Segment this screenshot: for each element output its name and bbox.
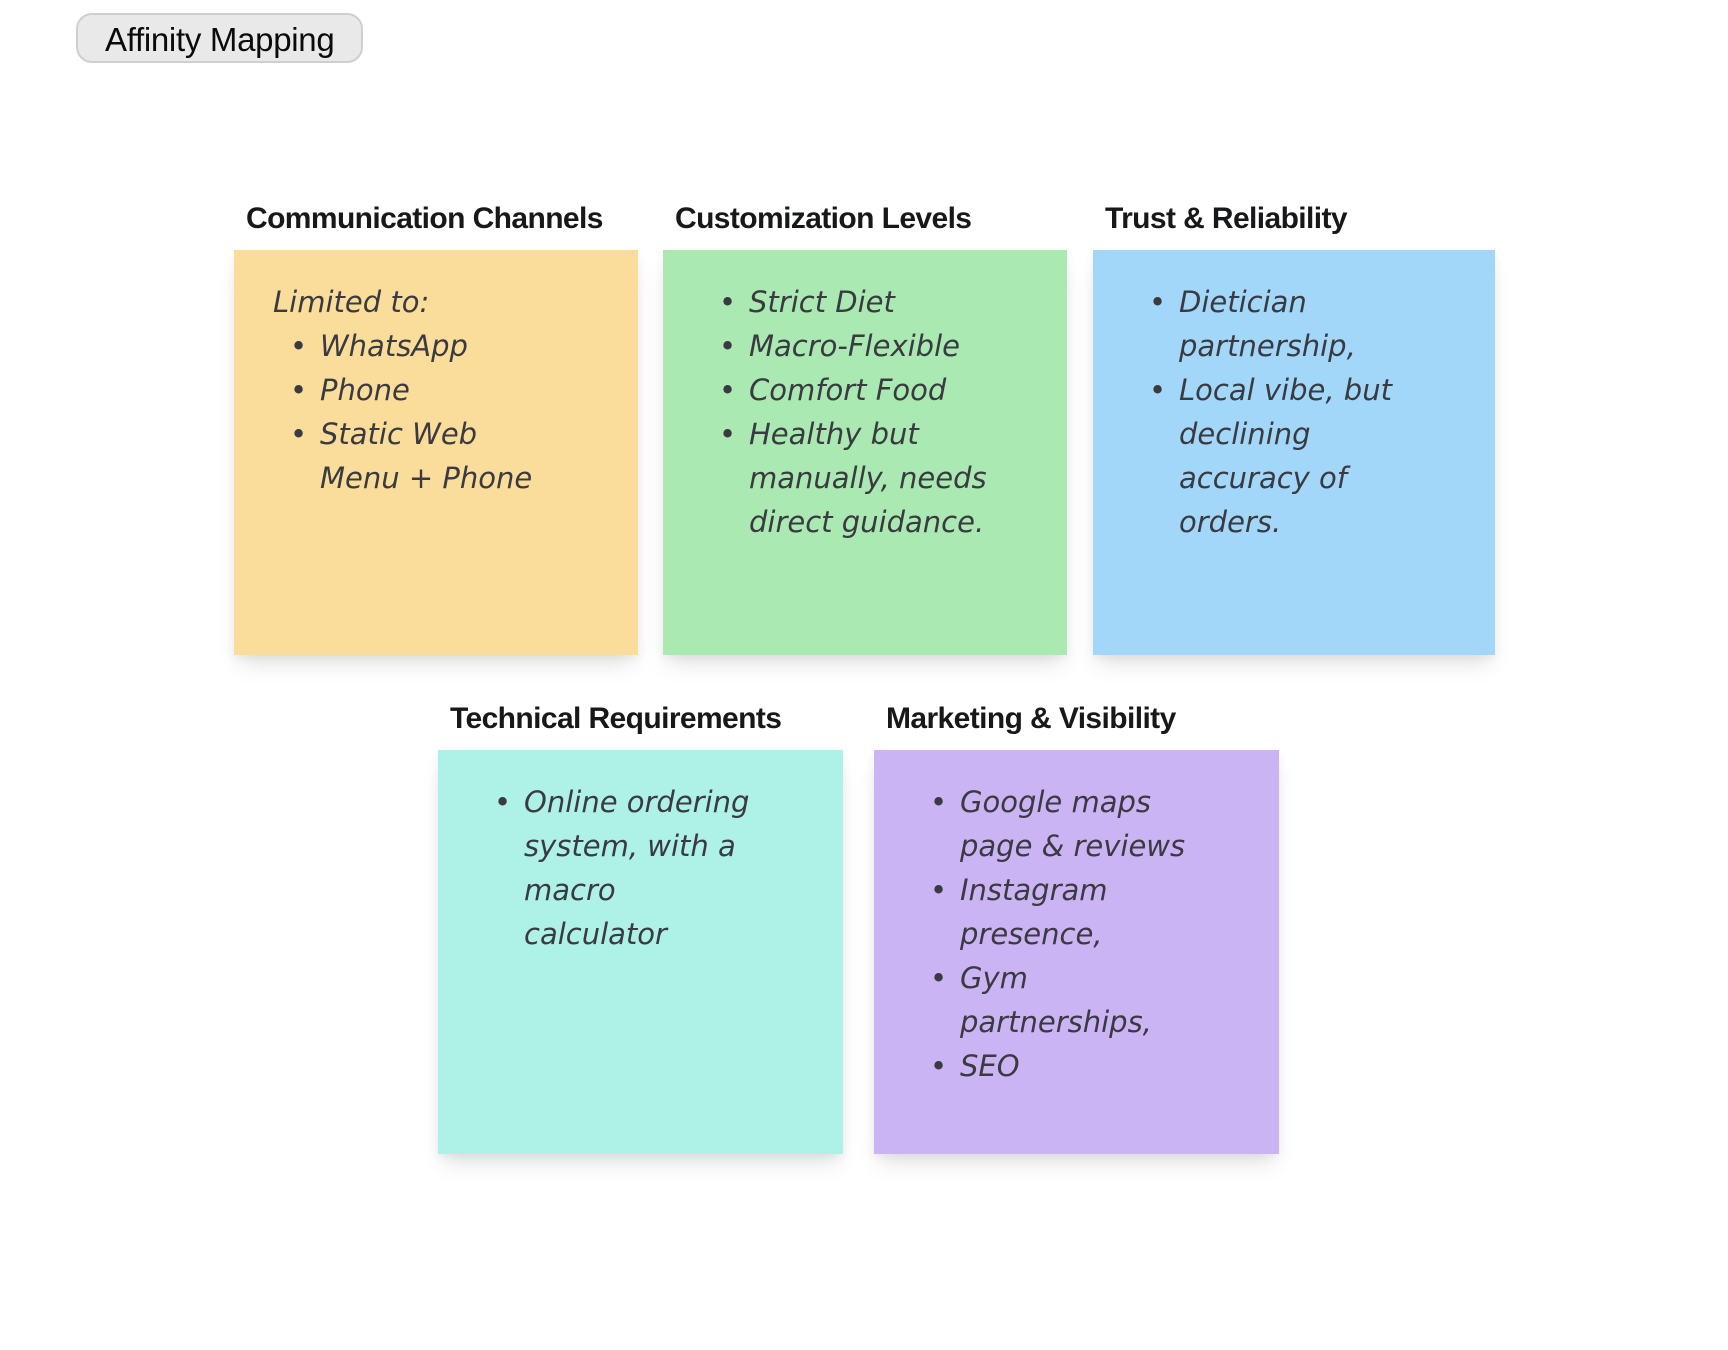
sticky-note-customization-levels[interactable]: • Strict Diet • Macro-Flexible • Comfort Food… (663, 250, 1067, 655)
bullet-dot: • (719, 329, 737, 363)
note-title-communication-channels[interactable]: Communication Channels (246, 202, 603, 235)
note-item-text: Macro-Flexible (749, 329, 960, 363)
sticky-note-technical-requirements[interactable]: • Online ordering system, with a macro ca… (438, 750, 843, 1154)
note-item-text: Limited to: (273, 285, 430, 319)
bullet-dot: • (290, 417, 308, 451)
note-text-marketing-visibility: • Google maps page & reviews • Instagram pr… (874, 750, 1279, 1088)
note-item-text: WhatsApp (320, 329, 468, 363)
bullet-dot: • (930, 873, 948, 907)
bullet-dot: • (494, 785, 512, 819)
note-text-technical-requirements: • Online ordering system, with a macro ca… (438, 750, 843, 956)
note-item: • Phone (290, 368, 612, 412)
note-text-communication-channels: Limited to: • WhatsApp • Phone • Static Web Me… (234, 250, 638, 500)
sticky-note-trust-reliability[interactable]: • Dietician partnership, • Local vibe, but … (1093, 250, 1495, 655)
note-item: • Online ordering system, with a macro ca… (494, 780, 817, 956)
note-item-text: Instagram presence, (960, 873, 1108, 951)
note-title-trust-reliability[interactable]: Trust & Reliability (1105, 202, 1348, 235)
note-item-text: Online ordering system, with a macro cal… (524, 785, 750, 951)
note-item: Limited to: (273, 280, 612, 324)
note-item: • Strict Diet (719, 280, 1041, 324)
note-text-customization-levels: • Strict Diet • Macro-Flexible • Comfort Food… (663, 250, 1067, 544)
note-item: • Macro-Flexible (719, 324, 1041, 368)
note-item-text: Phone (320, 373, 410, 407)
note-item: • SEO (930, 1044, 1253, 1088)
note-item: • WhatsApp (290, 324, 612, 368)
bullet-dot: • (1149, 285, 1167, 319)
note-item-text: Gym partnerships, (960, 961, 1152, 1039)
note-item: • Healthy but manually, needs direct guid… (719, 412, 1041, 544)
note-item-text: Strict Diet (749, 285, 895, 319)
bullet-dot: • (1149, 373, 1167, 407)
bullet-dot: • (930, 961, 948, 995)
bullet-dot: • (290, 373, 308, 407)
note-item-text: Static Web Menu + Phone (320, 417, 533, 495)
note-item: • Static Web Menu + Phone (290, 412, 612, 500)
affinity-mapping-section-label[interactable]: Affinity Mapping (76, 13, 364, 63)
note-item-text: SEO (960, 1049, 1020, 1083)
note-item: • Gym partnerships, (930, 956, 1253, 1044)
note-title-customization-levels[interactable]: Customization Levels (675, 202, 972, 235)
bullet-dot: • (930, 1049, 948, 1083)
bullet-dot: • (290, 329, 308, 363)
bullet-dot: • (719, 417, 737, 451)
note-text-trust-reliability: • Dietician partnership, • Local vibe, but … (1093, 250, 1495, 544)
note-title-technical-requirements[interactable]: Technical Requirements (450, 702, 782, 735)
note-item: • Local vibe, but declining accuracy of o… (1149, 368, 1469, 544)
note-item: • Comfort Food (719, 368, 1041, 412)
note-item-text: Comfort Food (749, 373, 947, 407)
sticky-note-marketing-visibility[interactable]: • Google maps page & reviews • Instagram pr… (874, 750, 1279, 1154)
bullet-dot: • (719, 373, 737, 407)
note-title-marketing-visibility[interactable]: Marketing & Visibility (886, 702, 1176, 735)
note-item-text: Google maps page & reviews (960, 785, 1186, 863)
note-item-text: Healthy but manually, needs direct guida… (749, 417, 987, 539)
note-item-text: Local vibe, but declining accuracy of or… (1179, 373, 1392, 539)
bullet-dot: • (719, 285, 737, 319)
sticky-note-communication-channels[interactable]: Limited to: • WhatsApp • Phone • Static Web Me… (234, 250, 638, 655)
note-item: • Dietician partnership, (1149, 280, 1469, 368)
note-item: • Instagram presence, (930, 868, 1253, 956)
note-item: • Google maps page & reviews (930, 780, 1253, 868)
bullet-dot: • (930, 785, 948, 819)
note-item-text: Dietician partnership, (1179, 285, 1356, 363)
